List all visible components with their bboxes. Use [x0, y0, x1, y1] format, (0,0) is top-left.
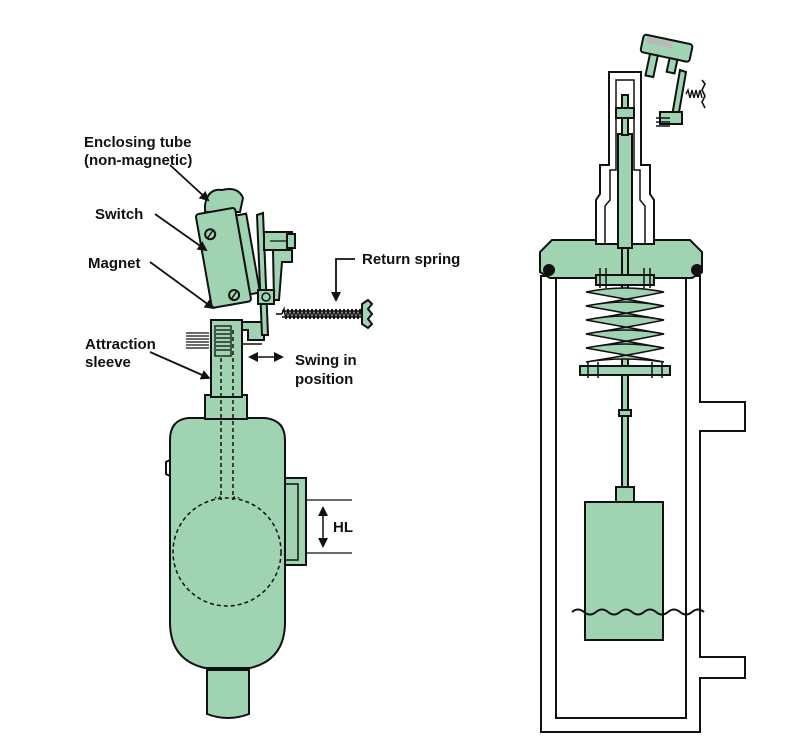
- switch-detail-inset: [639, 33, 706, 127]
- switch-detail-leg-1: [644, 52, 660, 79]
- stem-housing-inner: [604, 79, 646, 244]
- label-switch: Switch: [95, 206, 143, 223]
- chamber-side-bump: [165, 459, 171, 477]
- label-hl: HL: [333, 519, 353, 536]
- retainer-clip-left: [599, 268, 607, 288]
- displacer-float: [584, 501, 664, 641]
- switch-detail-highlight: [646, 37, 673, 49]
- seat-tabs: [587, 362, 663, 378]
- magnet-field-lines: [186, 332, 209, 349]
- spring-retainer-top: [595, 274, 655, 286]
- switch-detail-leg-2: [665, 56, 679, 75]
- left-float-switch-assembly: [165, 188, 374, 719]
- mercury-switch: [194, 207, 262, 309]
- switch-detail-comb: [656, 117, 670, 127]
- label-leaders: [149, 164, 355, 380]
- leader-attraction-sleeve: [149, 351, 211, 380]
- rod-nut-top: [615, 107, 635, 119]
- label-enclosing-tube-1: Enclosing tube: [84, 134, 192, 151]
- leader-magnet: [149, 261, 215, 310]
- bottom-outlet-pipe: [206, 669, 250, 719]
- leader-enclosing-tube: [169, 164, 210, 202]
- switch-detail-arm: [670, 68, 688, 120]
- return-spring: [276, 306, 367, 320]
- side-nozzle: [284, 477, 307, 566]
- internal-float-dashed: [172, 330, 282, 607]
- spring-anchor: [361, 298, 374, 330]
- rod-coupling: [618, 409, 632, 417]
- switch-hook: [271, 249, 293, 301]
- cover-bolt-right: [691, 264, 703, 276]
- switch-bracket-cap: [286, 233, 296, 249]
- liquid-level-wave: [571, 608, 705, 616]
- label-enclosing-tube-2: (non-magnetic): [84, 152, 192, 169]
- leader-return-spring: [331, 258, 355, 302]
- leader-switch: [154, 213, 208, 252]
- retainer-clip-right: [643, 268, 651, 288]
- label-attraction-1: Attraction: [85, 336, 156, 353]
- compression-spring: [585, 287, 665, 363]
- nozzle-flange: [285, 483, 299, 561]
- cover-bolt-left: [543, 264, 555, 276]
- switch-detail-anchor: [701, 79, 706, 109]
- right-cutaway-assembly: [539, 71, 746, 733]
- switch-detail-spring: [685, 87, 703, 99]
- attraction-sleeve-hatch: [214, 325, 232, 357]
- float-connector: [615, 486, 635, 504]
- label-swing-2: position: [295, 371, 353, 388]
- spring-seat-bottom: [579, 365, 671, 376]
- label-attraction-2: sleeve: [85, 354, 131, 371]
- float-chamber-body: [169, 417, 286, 669]
- stem-collar-block: [617, 133, 633, 249]
- label-swing-1: Swing in: [295, 352, 357, 369]
- label-return-spring: Return spring: [362, 251, 460, 268]
- hl-dimension: [306, 499, 352, 554]
- chamber-neck: [204, 394, 248, 420]
- switch-detail-hook: [659, 111, 683, 125]
- label-magnet: Magnet: [88, 255, 141, 272]
